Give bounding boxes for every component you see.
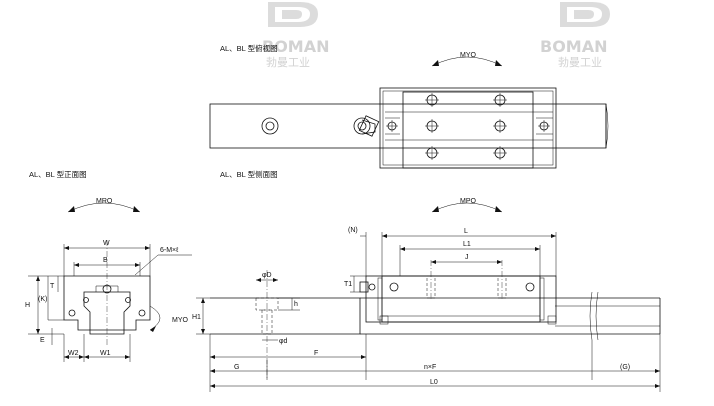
dim-G2: (G): [620, 364, 630, 371]
block-top: [379, 87, 557, 169]
grease-nipple-icon: [361, 119, 376, 135]
dim-G: G: [234, 364, 239, 371]
moment-arc-icon: [149, 305, 161, 331]
front-view-title: AL、BL 型正面图: [29, 170, 87, 179]
block-front: [63, 275, 151, 331]
dim-W: W: [103, 240, 110, 247]
end-screw-icon: [389, 282, 399, 292]
ball-icon: [68, 309, 76, 317]
dim-L1: L1: [463, 241, 471, 248]
dim-W1: W1: [100, 350, 111, 357]
dim-bolt: 6-M×ℓ: [160, 247, 179, 254]
dim-T1: T1: [344, 281, 352, 288]
dim-nF: n×F: [424, 364, 436, 371]
block-side-body: [381, 275, 541, 323]
dim-H: H: [25, 302, 30, 309]
boman-logo-icon: [560, 2, 610, 27]
dim-L0: L0: [430, 379, 438, 386]
dim-T: T: [50, 283, 55, 290]
dim-d: φd: [279, 338, 288, 345]
moment-yo-front: MYO: [172, 317, 189, 324]
top-view-title: AL、BL 型俯视图: [220, 43, 278, 53]
watermark-right: BOMAN 勃曼工业: [540, 2, 610, 69]
watermark-brand-cn: 勃曼工业: [266, 56, 310, 69]
moment-yo-top: MYO: [460, 52, 477, 59]
watermark-brand-cn: 勃曼工业: [558, 56, 602, 69]
watermark-left: BOMAN 勃曼工业: [262, 2, 330, 69]
dim-N: (N): [348, 227, 358, 234]
end-screw-icon: [525, 282, 535, 292]
rail-front: [83, 291, 131, 335]
side-view-title: AL、BL 型侧面图: [220, 169, 278, 179]
side-view: MPO φD h φd H1: [192, 198, 661, 392]
moment-arc-icon: [67, 202, 141, 213]
watermark-brand: BOMAN: [262, 37, 330, 56]
dim-W2: W2: [68, 350, 79, 357]
block-body: [402, 91, 534, 169]
grease-nipple-icon: [359, 281, 369, 293]
dim-h: h: [294, 301, 298, 308]
moment-po-side: MPO: [460, 198, 477, 205]
front-view: MRO W B 6-M×ℓ H: [25, 198, 192, 362]
dim-K: (K): [38, 296, 47, 303]
rail-side-left: [210, 297, 361, 335]
top-view: MYO: [209, 52, 609, 169]
block-bolt-icon: [386, 93, 550, 160]
boman-logo-icon: [268, 2, 318, 27]
dim-F: F: [314, 350, 318, 357]
dim-E: E: [40, 337, 45, 344]
dim-L: L: [464, 228, 468, 235]
dim-B: B: [103, 257, 108, 264]
ball-icon: [138, 309, 146, 317]
moment-ro-front: MRO: [96, 198, 113, 205]
watermark-brand: BOMAN: [540, 37, 608, 56]
dim-D: φD: [262, 272, 272, 279]
rail-hole: [261, 117, 279, 135]
dim-J: J: [465, 254, 469, 261]
dim-H1: H1: [192, 314, 201, 321]
